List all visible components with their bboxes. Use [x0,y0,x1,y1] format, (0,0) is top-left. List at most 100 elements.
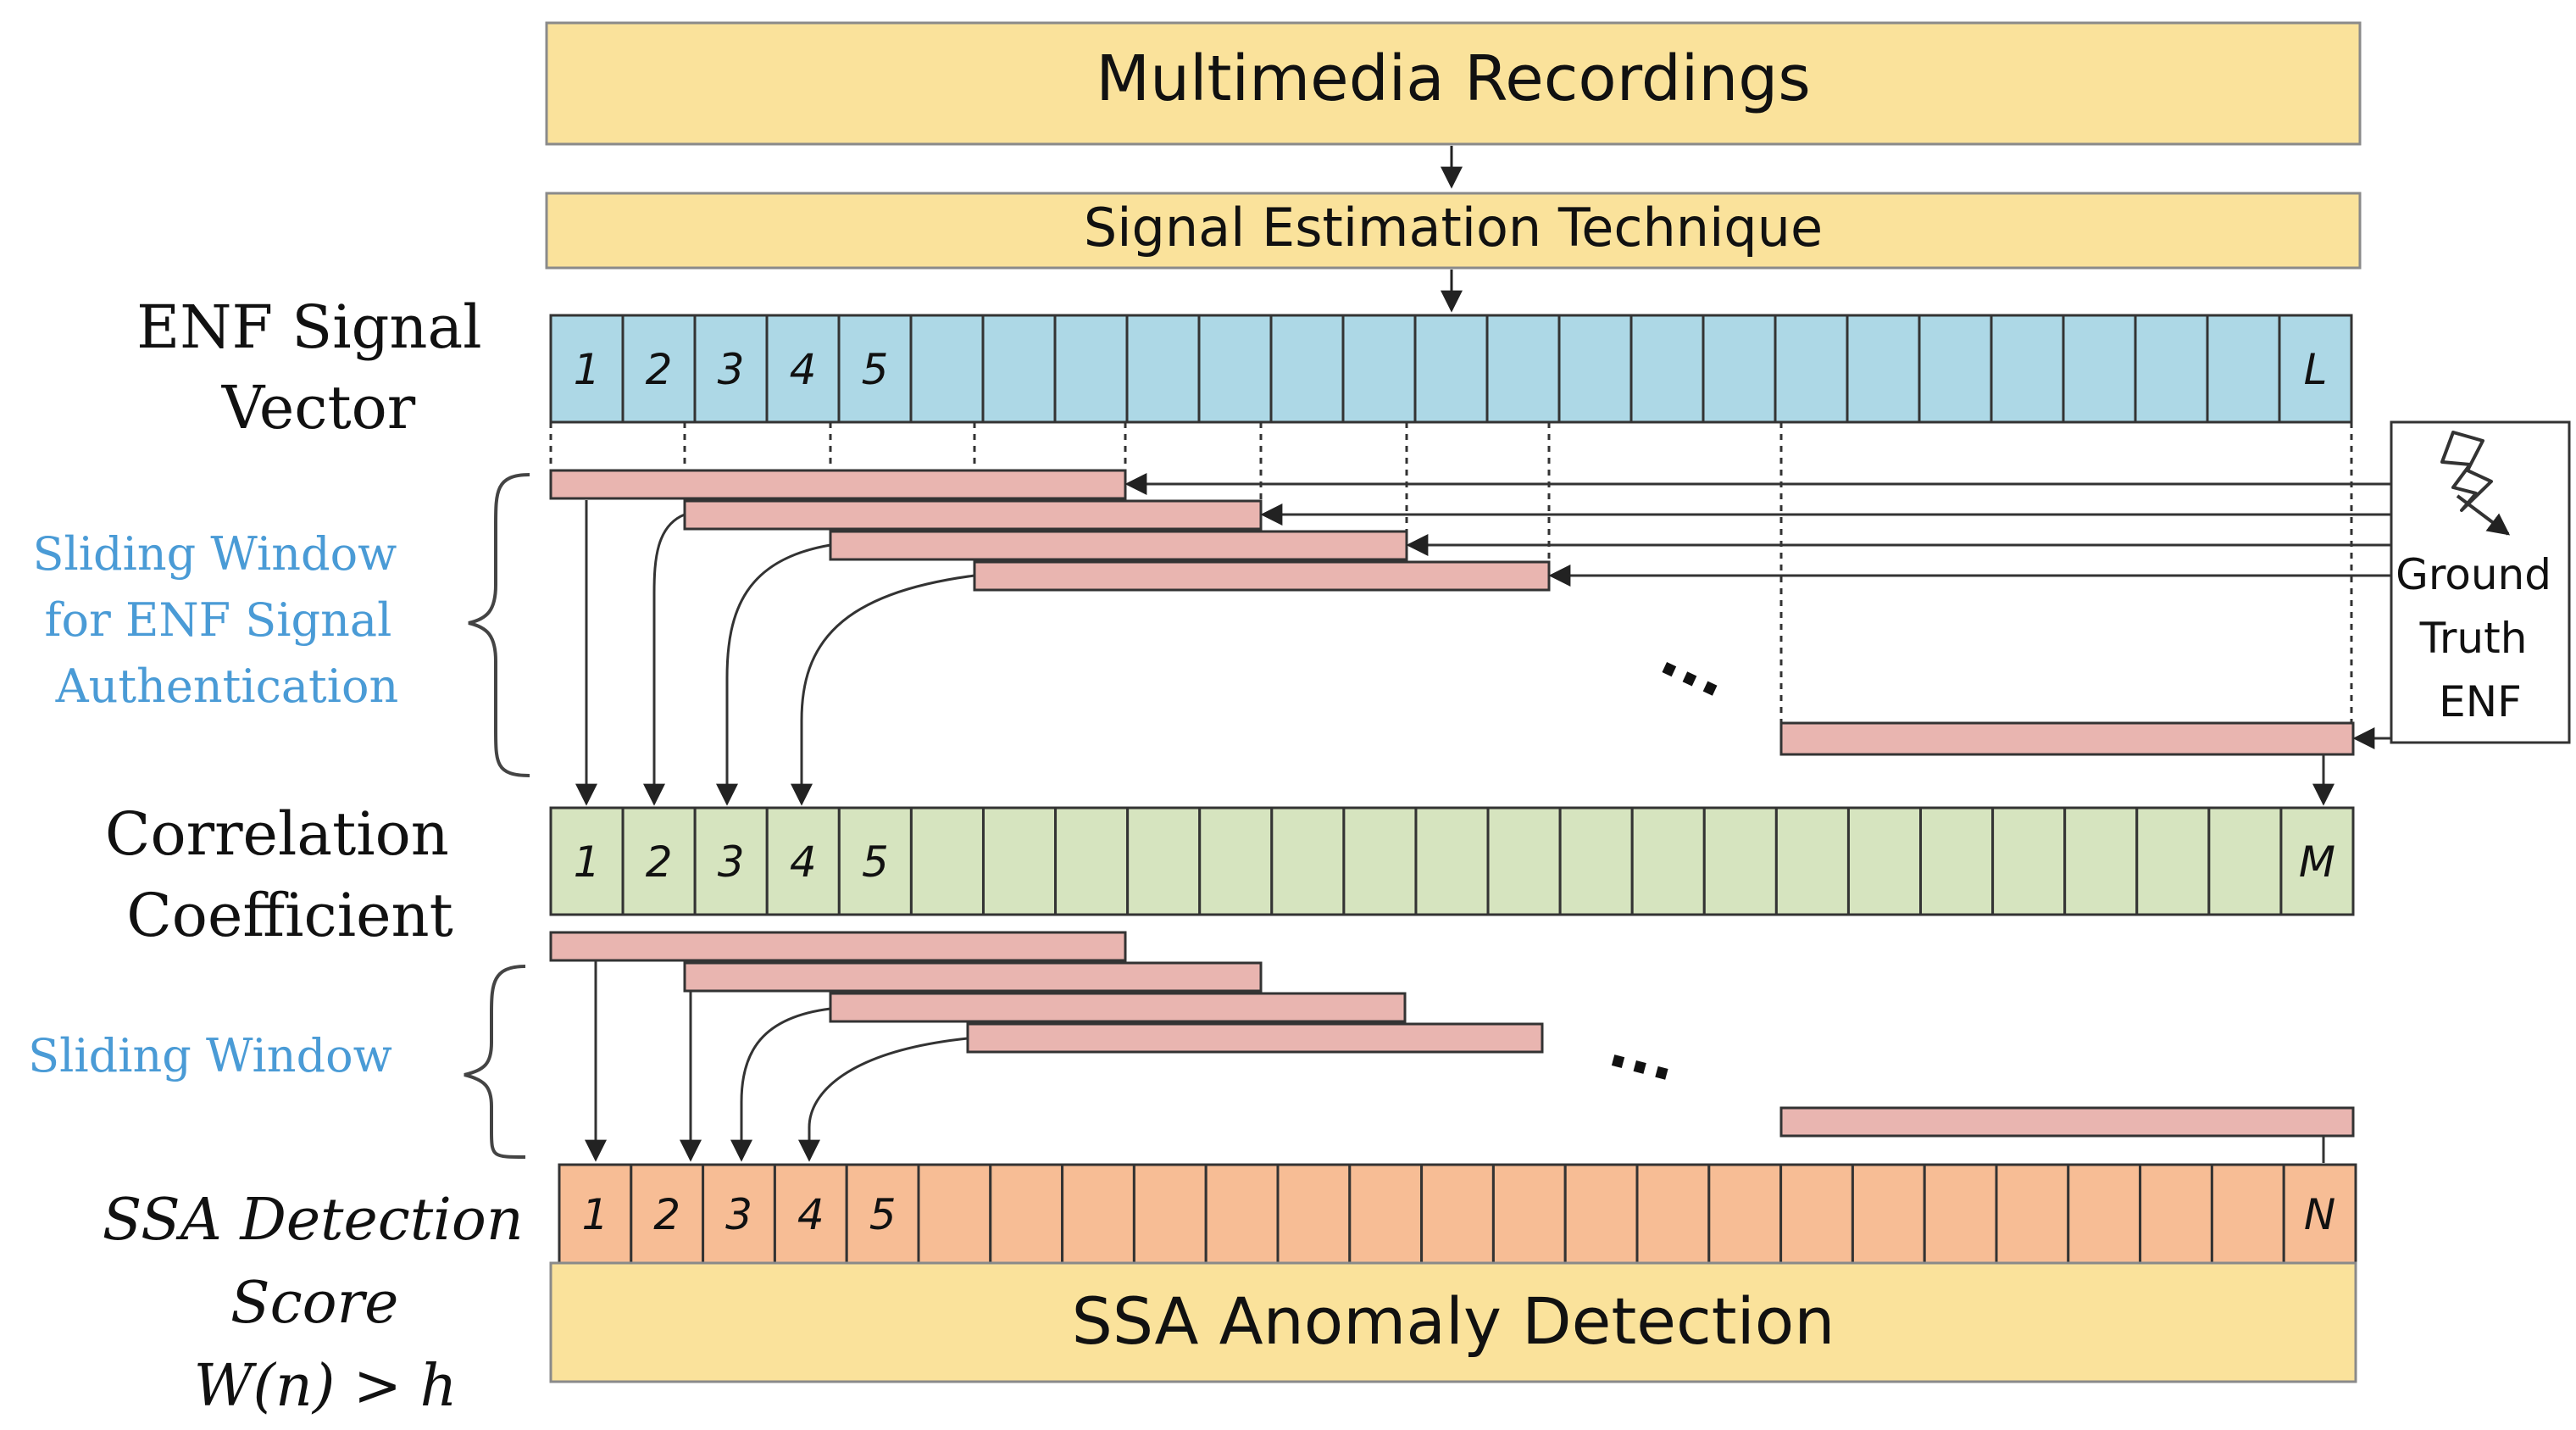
correlation-cell [1054,806,1130,916]
ssa-cell-label: 4 [797,1190,824,1239]
ellipsis-lower: ... [1602,1010,1685,1095]
multimedia-block [545,21,2362,146]
ssa-cell [702,1163,776,1265]
window-bar [683,499,1263,531]
ssa-cell-label: 1 [581,1190,608,1239]
ssa-cell [558,1163,633,1265]
correlation-cell [1558,806,1634,916]
ssa-cell-label: 2 [653,1190,680,1239]
enf-cell [1557,314,1633,424]
ground-truth-label: Ground Truth ENF [2396,550,2565,726]
enf-cell [1341,314,1417,424]
ssa-cell [1995,1163,2070,1265]
ssa-cell [1132,1163,1208,1265]
lightning-icon [2440,431,2493,512]
window-bar [973,560,1551,592]
correlation-cell [981,806,1058,916]
ssa-anomaly-block [549,1261,2357,1383]
correlation-cell [1342,806,1418,916]
ground-truth-arrows [1124,473,2391,749]
sliding-window-label: Sliding Window [28,1029,392,1082]
correlation-cell [1919,806,1995,916]
correlation-cell [1991,806,2067,916]
ssa-cell [1707,1163,1783,1265]
window-bar [1779,721,2355,756]
enf-cell-label: L [2304,345,2328,394]
enf-cell [549,314,625,424]
correlation-cell [1414,806,1490,916]
correlation-cell [1774,806,1850,916]
correlation-cell [1270,806,1346,916]
correlation-cell-label: 3 [718,837,745,887]
enf-cell [2206,314,2281,424]
enf-cell [1125,314,1201,424]
enf-cell [1053,314,1129,424]
enf-cell [1918,314,1993,424]
enf-cell-label: 4 [790,345,817,394]
ssa-cell-label: 3 [725,1190,752,1239]
enf-cell-label: 3 [718,345,745,394]
ssa-cell [917,1163,992,1265]
lower-to-ssa-arrows [585,960,2325,1163]
enf-cell [2062,314,2137,424]
upper-to-correlation-arrows [575,500,2334,806]
correlation-cell [1846,806,1923,916]
lower-sliding-windows [549,931,2355,1138]
correlation-cell-label: 4 [790,837,817,887]
enf-cell [1485,314,1561,424]
enf-cell [621,314,697,424]
ssa-cell [2139,1163,2213,1265]
ellipsis-upper: ... [1651,620,1741,711]
correlation-cell-label: M [2299,837,2335,887]
enf-cell [981,314,1057,424]
enf-cell [2278,314,2353,424]
correlation-cell [765,806,841,916]
correlation-coefficient-label: Correlation Coefficient [105,799,468,950]
enf-signal-vector-label: ENF Signal Vector [136,292,501,442]
ssa-cell [1635,1163,1711,1265]
multimedia-label: Multimedia Recordings [1096,42,1811,115]
correlation-cell [1486,806,1562,916]
window-bar [966,1022,1544,1054]
enf-cell [909,314,985,424]
correlation-cell [693,806,769,916]
ssa-anomaly-label: SSA Anomaly Detection [1072,1283,1835,1359]
enf-cell [1702,314,1777,424]
enf-cell [837,314,913,424]
ssa-cell [1851,1163,1926,1265]
ssa-cell [1204,1163,1280,1265]
enf-cell [1413,314,1489,424]
correlation-cell [2063,806,2139,916]
correlation-cell-label: 1 [574,837,601,887]
enf-cell-label: 2 [646,345,673,394]
correlation-cell [1198,806,1274,916]
ssa-detection-score-label: SSA Detection Score W(n) > h [103,1187,542,1420]
correlation-cell [1126,806,1202,916]
enf-cell [1197,314,1273,424]
window-bar [829,992,1407,1023]
ssa-cell [2282,1163,2357,1265]
ssa-cell [1276,1163,1352,1265]
window-bar [1779,1106,2355,1138]
enf-cell [765,314,841,424]
enf-cell [1846,314,1921,424]
correlation-cell [2279,806,2355,916]
ssa-cell [1061,1163,1135,1265]
enf-cell [1774,314,1849,424]
window-bar [683,961,1263,993]
correlation-cell [2207,806,2283,916]
sliding-window-auth-label: Sliding Window for ENF Signal Authentica… [33,527,412,713]
enf-cell [1269,314,1345,424]
enf-cell [1990,314,2065,424]
ssa-cell [1923,1163,1998,1265]
correlation-cell-label: 5 [862,837,889,887]
ssa-cell [1348,1163,1424,1265]
ssa-cell-label: 5 [869,1190,897,1239]
enf-cell-label: 1 [574,345,601,394]
estimation-block [545,192,2362,270]
ssa-cell [989,1163,1064,1265]
